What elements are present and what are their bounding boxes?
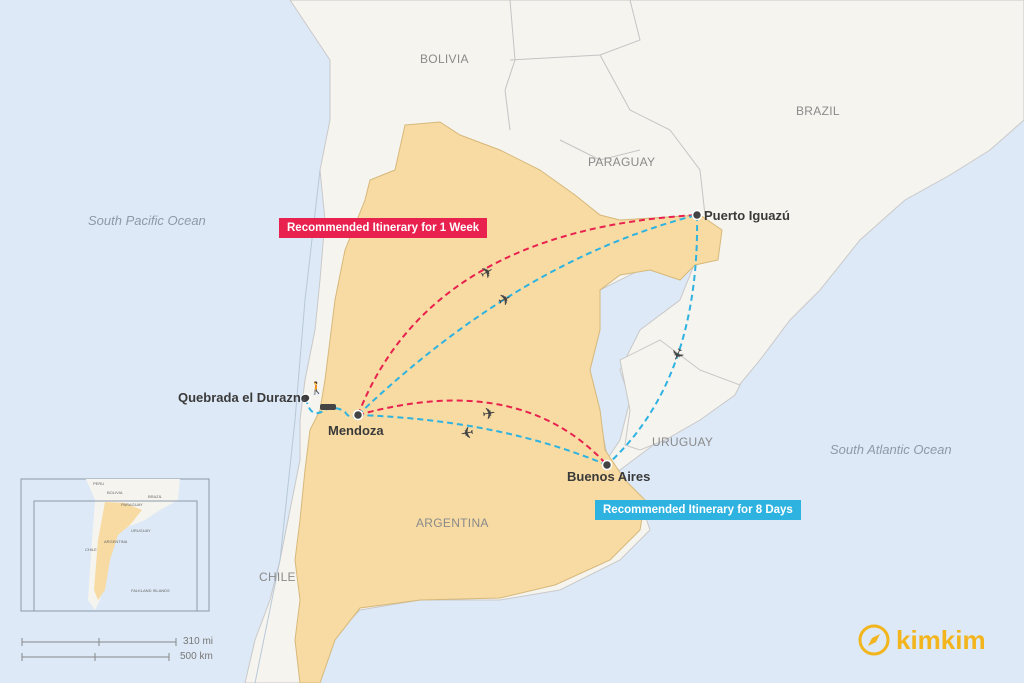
chile-coast	[254, 169, 321, 683]
uruguay-region	[619, 339, 741, 451]
route-blue-iguazu-buenosaires	[606, 214, 699, 466]
inset-label-uruguay: URUGUAY	[131, 528, 151, 533]
route-red-mendoza-iguazu	[357, 214, 698, 416]
label-brazil: BRAZIL	[796, 104, 840, 118]
route-8-days	[305, 214, 699, 466]
city-dot-mendoza	[352, 409, 364, 421]
city-dot-buenos-aires	[601, 459, 613, 471]
city-label-iguazu: Puerto Iguazú	[704, 208, 790, 223]
city-dot-iguazu	[691, 209, 703, 221]
city-dot-quebrada	[301, 393, 311, 403]
inset-label-chile: CHILE	[85, 547, 97, 552]
kimkim-logo: kimkim	[858, 624, 986, 656]
inset-map	[20, 478, 210, 612]
car-icon	[320, 404, 336, 410]
label-uruguay: URUGUAY	[652, 435, 714, 449]
plane-icon: ✈	[481, 403, 498, 424]
inset-label-argentina: ARGENTINA	[104, 539, 128, 544]
label-atlantic-ocean: South Atlantic Ocean	[830, 442, 952, 457]
inset-label-paraguay: PARAGUAY	[121, 502, 143, 507]
plane-icon: ✈	[459, 422, 476, 443]
legend-8-days: Recommended Itinerary for 8 Days	[595, 500, 801, 520]
country-borders	[504, 0, 706, 216]
label-pacific-ocean: South Pacific Ocean	[88, 213, 206, 228]
inset-label-brazil: BRAZIL	[148, 494, 163, 499]
scale-miles: 310 mi	[183, 636, 214, 647]
route-1-week	[357, 214, 698, 466]
compass-icon	[858, 624, 890, 656]
hiking-icon: 🚶	[309, 381, 324, 395]
legend-1-week: Recommended Itinerary for 1 Week	[279, 218, 488, 238]
route-red-mendoza-buenosaires	[357, 399, 608, 466]
city-label-buenos-aires: Buenos Aires	[567, 469, 651, 484]
scale-km: 500 km	[180, 651, 213, 662]
route-blue-quebrada-mendoza	[305, 397, 359, 418]
city-label-quebrada: Quebrada el Durazno	[178, 390, 309, 405]
inset-label-falklands: FALKLAND ISLANDS	[131, 588, 170, 593]
route-blue-buenosaires-mendoza	[357, 414, 608, 466]
label-bolivia: BOLIVIA	[420, 52, 469, 66]
city-label-mendoza: Mendoza	[328, 423, 384, 438]
inset-label-bolivia: BOLIVIA	[107, 490, 123, 495]
label-paraguay: PARAGUAY	[588, 155, 656, 169]
brand-name: kimkim	[896, 624, 986, 655]
inset-label-peru: PERU	[93, 481, 105, 486]
scale-bar	[21, 638, 177, 661]
label-argentina: ARGENTINA	[416, 516, 489, 530]
label-chile: CHILE	[259, 570, 296, 584]
